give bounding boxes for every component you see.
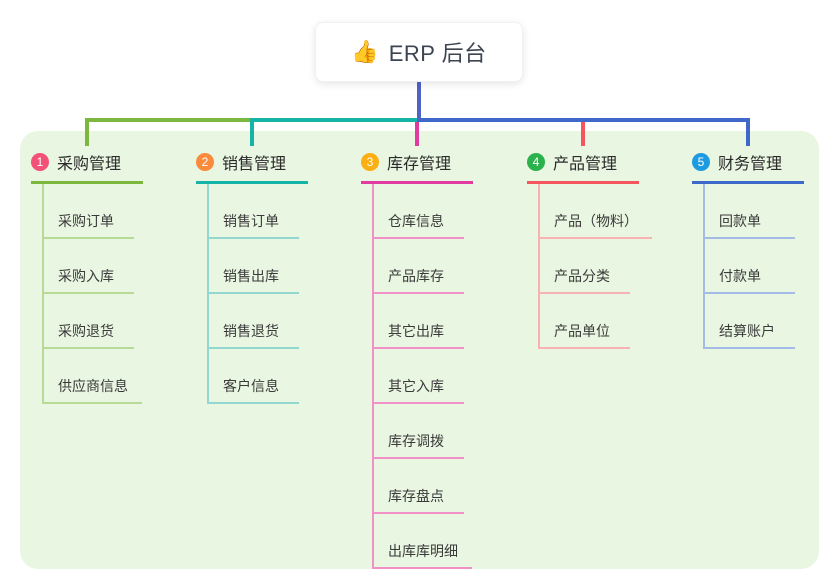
child-node[interactable]: 结算账户	[705, 294, 795, 349]
branch-label: 财务管理	[718, 156, 783, 173]
child-node-label: 采购入库	[58, 268, 114, 284]
child-node[interactable]: 其它出库	[374, 294, 464, 349]
child-node[interactable]: 库存盘点	[374, 459, 464, 514]
child-node-label: 库存调拨	[388, 433, 444, 449]
branch-column-5: 5 财务管理 回款单付款单结算账户	[692, 146, 839, 349]
child-node-label: 库存盘点	[388, 488, 444, 504]
child-node-label: 销售退货	[223, 323, 279, 339]
child-node-label: 采购订单	[58, 213, 114, 229]
branch-number-badge: 4	[527, 153, 545, 171]
branch-number-badge: 3	[361, 153, 379, 171]
child-node-label: 产品库存	[388, 268, 444, 284]
branch-children: 回款单付款单结算账户	[703, 184, 839, 349]
child-node[interactable]: 客户信息	[209, 349, 299, 404]
child-node[interactable]: 出库库明细	[374, 514, 472, 569]
child-node-label: 产品（物料）	[554, 213, 638, 229]
branch-heading[interactable]: 2 销售管理	[196, 146, 308, 184]
root-node[interactable]: 👍 ERP 后台	[315, 22, 523, 82]
branch-children: 采购订单采购入库采购退货供应商信息	[42, 184, 181, 404]
branches-background-panel	[20, 131, 819, 569]
branch-number-badge: 2	[196, 153, 214, 171]
child-node[interactable]: 其它入库	[374, 349, 464, 404]
child-node[interactable]: 采购入库	[44, 239, 134, 294]
root-node-title: ERP 后台	[388, 41, 487, 66]
child-node[interactable]: 库存调拨	[374, 404, 464, 459]
child-node[interactable]: 产品单位	[540, 294, 630, 349]
branch-column-3: 3 库存管理 仓库信息产品库存其它出库其它入库库存调拨库存盘点出库库明细	[361, 146, 511, 569]
branch-heading[interactable]: 1 采购管理	[31, 146, 143, 184]
child-node[interactable]: 产品分类	[540, 239, 630, 294]
child-node-label: 客户信息	[223, 378, 279, 394]
branch-column-2: 2 销售管理 销售订单销售出库销售退货客户信息	[196, 146, 346, 404]
child-node[interactable]: 销售退货	[209, 294, 299, 349]
child-node-label: 付款单	[719, 268, 761, 284]
child-node[interactable]: 供应商信息	[44, 349, 142, 404]
child-node-label: 产品单位	[554, 323, 610, 339]
branch-heading[interactable]: 5 财务管理	[692, 146, 804, 184]
branch-number-badge: 5	[692, 153, 710, 171]
child-node[interactable]: 产品库存	[374, 239, 464, 294]
branch-column-1: 1 采购管理 采购订单采购入库采购退货供应商信息	[31, 146, 181, 404]
child-node[interactable]: 付款单	[705, 239, 795, 294]
child-node-label: 出库库明细	[388, 543, 458, 559]
thumbs-up-icon: 👍	[351, 39, 379, 64]
child-node[interactable]: 销售订单	[209, 184, 299, 239]
child-node-label: 结算账户	[719, 323, 775, 339]
child-node-label: 销售订单	[223, 213, 279, 229]
child-node-label: 回款单	[719, 213, 761, 229]
child-node[interactable]: 采购退货	[44, 294, 134, 349]
child-node-label: 其它入库	[388, 378, 444, 394]
branch-children: 仓库信息产品库存其它出库其它入库库存调拨库存盘点出库库明细	[372, 184, 511, 569]
branch-label: 销售管理	[222, 156, 287, 173]
child-node[interactable]: 采购订单	[44, 184, 134, 239]
child-node-label: 产品分类	[554, 268, 610, 284]
branch-number-badge: 1	[31, 153, 49, 171]
child-node[interactable]: 销售出库	[209, 239, 299, 294]
child-node[interactable]: 产品（物料）	[540, 184, 652, 239]
child-node-label: 仓库信息	[388, 213, 444, 229]
branch-heading[interactable]: 4 产品管理	[527, 146, 639, 184]
branch-children: 销售订单销售出库销售退货客户信息	[207, 184, 346, 404]
branch-label: 库存管理	[387, 156, 452, 173]
branch-label: 产品管理	[553, 156, 618, 173]
child-node-label: 销售出库	[223, 268, 279, 284]
branch-heading[interactable]: 3 库存管理	[361, 146, 473, 184]
child-node-label: 采购退货	[58, 323, 114, 339]
child-node[interactable]: 回款单	[705, 184, 795, 239]
branch-column-4: 4 产品管理 产品（物料） 产品分类产品单位	[527, 146, 677, 349]
child-node-label: 其它出库	[388, 323, 444, 339]
child-node[interactable]: 仓库信息	[374, 184, 464, 239]
branch-label: 采购管理	[57, 156, 122, 173]
child-node-label: 供应商信息	[58, 378, 128, 394]
branch-children: 产品（物料） 产品分类产品单位	[538, 184, 677, 349]
